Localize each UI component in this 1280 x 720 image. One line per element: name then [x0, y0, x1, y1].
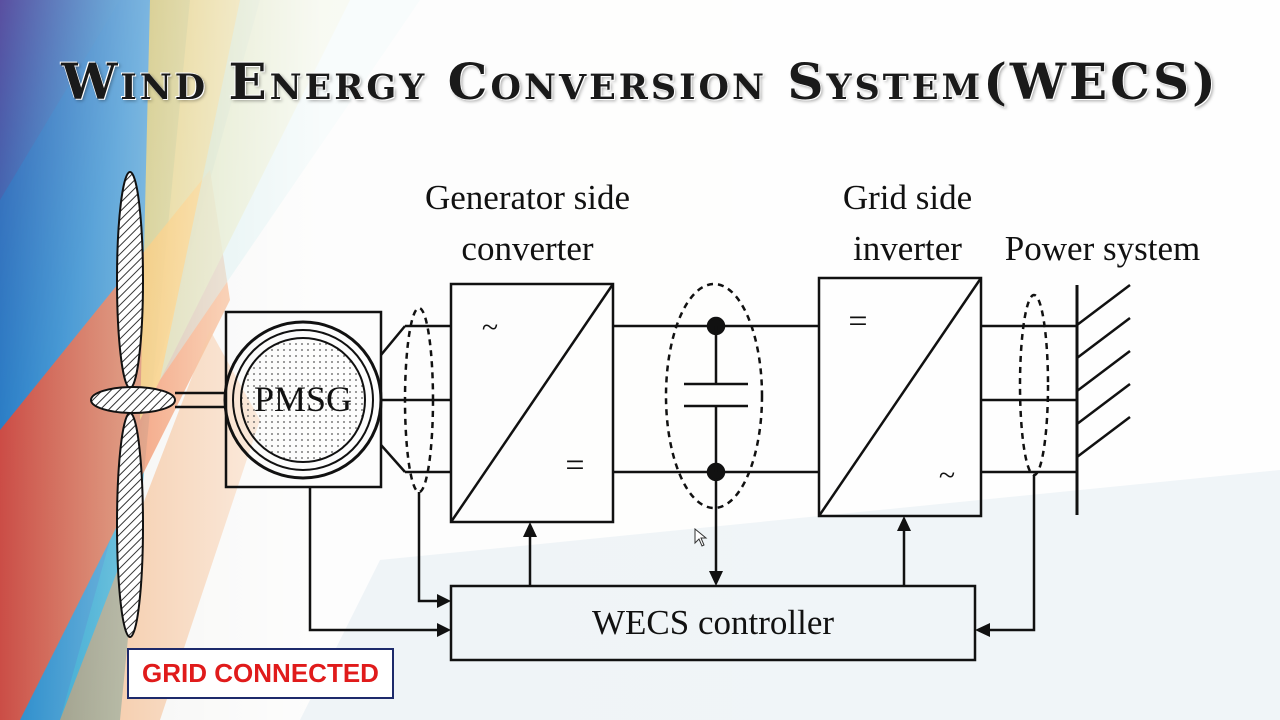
- dc-symbol-inverter: =: [848, 303, 868, 340]
- wind-turbine-icon: [90, 171, 176, 638]
- grid-side-inverter: [817, 276, 983, 518]
- ac-symbol-inverter: ~: [938, 459, 956, 492]
- grid-inverter-label-line2: inverter: [853, 229, 962, 268]
- dc-link-capacitor: [664, 282, 764, 510]
- power-system-grid-icon: [1075, 284, 1131, 515]
- wecs-controller-box: [449, 584, 977, 662]
- generator-side-converter: [449, 282, 615, 524]
- grid-connected-badge: GRID CONNECTED: [127, 648, 394, 699]
- power-system-label: Power system: [1004, 229, 1201, 268]
- ac-symbol-converter: ~: [481, 311, 499, 344]
- mouse-cursor-icon: [694, 528, 708, 547]
- grid-inverter-label-line1: Grid side: [842, 178, 973, 217]
- gen-converter-label-line1: Generator side: [424, 178, 631, 217]
- pmsg-label: PMSG: [253, 379, 353, 419]
- dc-symbol-converter: =: [565, 447, 585, 484]
- slide-title: Wind Energy Conversion System(WECS): [61, 52, 1219, 111]
- wecs-controller-label: WECS controller: [591, 603, 835, 642]
- gen-converter-label-line2: converter: [461, 229, 594, 268]
